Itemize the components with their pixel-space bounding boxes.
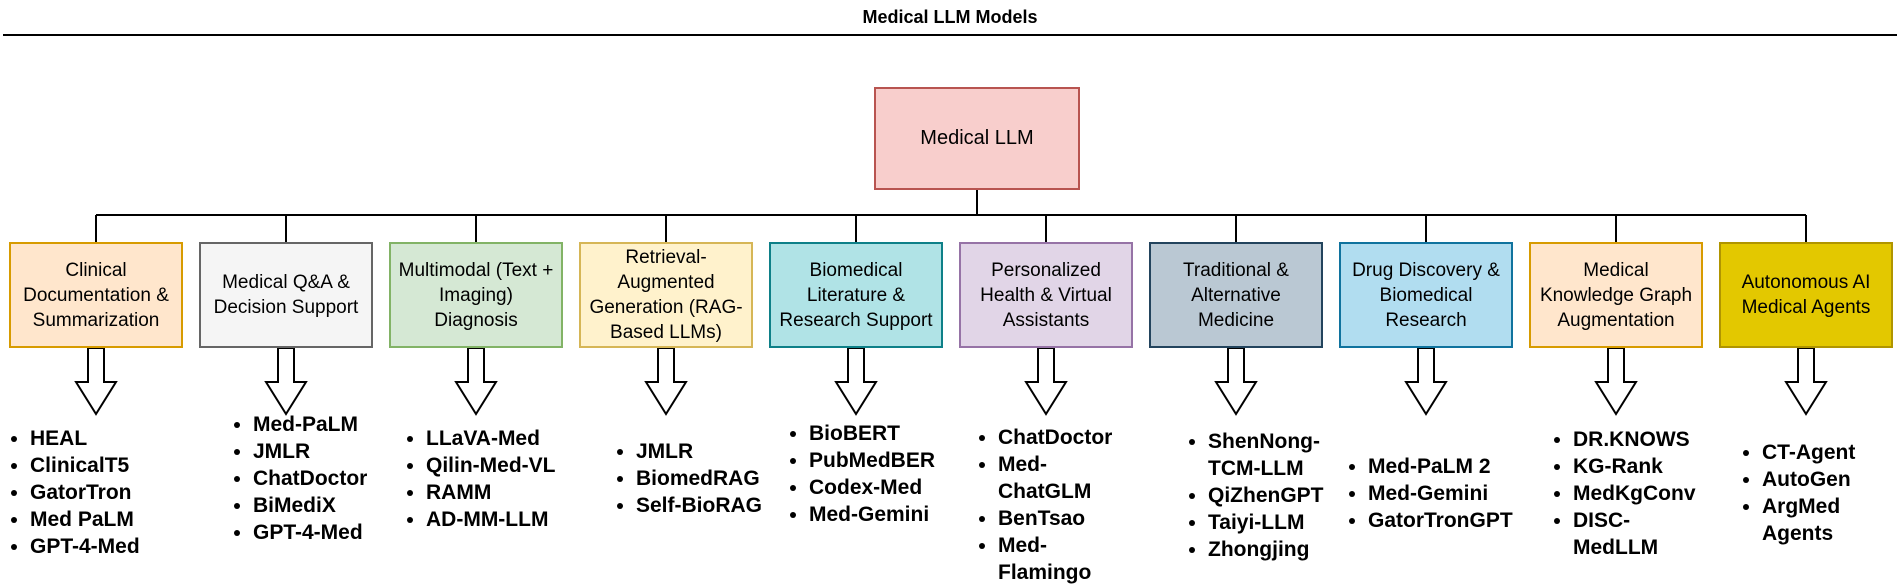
model-item: HEAL — [30, 425, 182, 452]
category-label: Autonomous AI Medical Agents — [1741, 272, 1871, 318]
title-rule — [3, 34, 1897, 36]
down-arrow-icon — [1594, 347, 1638, 416]
category-label: Retrieval-Augmented Generation (RAG-Base… — [589, 247, 743, 343]
category-label: Clinical Documentation & Summarization — [23, 259, 169, 331]
model-item: Med-Flamingo — [998, 532, 1138, 586]
model-item: MedKgConv — [1573, 480, 1715, 507]
down-arrow-icon — [454, 347, 498, 416]
model-item: Med PaLM — [30, 506, 182, 533]
category-label: Multimodal (Text + Imaging) Diagnosis — [398, 259, 554, 331]
model-item: ClinicalT5 — [30, 452, 182, 479]
down-arrow-icon — [1784, 347, 1828, 416]
model-item: ChatDoctor — [998, 424, 1138, 451]
model-item: BiomedRAG — [636, 465, 788, 492]
model-list: ShenNong-TCM-LLM QiZhenGPT Taiyi-LLM Zho… — [1180, 428, 1350, 563]
model-item: ChatDoctor — [253, 465, 405, 492]
category-node: Retrieval-Augmented Generation (RAG-Base… — [579, 242, 753, 348]
category-label: Traditional & Alternative Medicine — [1183, 259, 1289, 331]
down-arrow-icon — [644, 347, 688, 416]
model-item: Codex-Med — [809, 474, 961, 501]
model-item: ShenNong-TCM-LLM — [1208, 428, 1350, 482]
model-item: LLaVA-Med — [426, 425, 568, 452]
model-item: DISC-MedLLM — [1573, 507, 1715, 561]
category-node: Drug Discovery & Biomedical Research — [1339, 242, 1513, 348]
diagram-title: Medical LLM Models — [862, 7, 1038, 27]
model-item: Zhongjing — [1208, 536, 1350, 563]
model-item: DR.KNOWS — [1573, 426, 1715, 453]
model-list: HEAL ClinicalT5 GatorTron Med PaLM GPT-4… — [2, 425, 182, 560]
down-arrow-icon — [74, 347, 118, 416]
category-node: Personalized Health & Virtual Assistants — [959, 242, 1133, 348]
category-node: Multimodal (Text + Imaging) Diagnosis — [389, 242, 563, 348]
model-item: Med-Gemini — [1368, 480, 1530, 507]
root-node: Medical LLM — [874, 87, 1080, 190]
model-list: LLaVA-Med Qilin-Med-VL RAMM AD-MM-LLM — [398, 425, 568, 533]
category-label: Personalized Health & Virtual Assistants — [980, 259, 1112, 331]
model-item: QiZhenGPT — [1208, 482, 1350, 509]
model-list: CT-Agent AutoGen ArgMed Agents — [1734, 439, 1894, 547]
category-node: Biomedical Literature & Research Support — [769, 242, 943, 348]
model-list: JMLR BiomedRAG Self-BioRAG — [608, 438, 788, 519]
down-arrow-icon — [264, 347, 308, 416]
model-item: JMLR — [636, 438, 788, 465]
model-item: JMLR — [253, 438, 405, 465]
model-item: Qilin-Med-VL — [426, 452, 568, 479]
root-label: Medical LLM — [920, 127, 1034, 149]
model-list: Med-PaLM 2 Med-Gemini GatorTronGPT — [1340, 453, 1530, 534]
category-node: Autonomous AI Medical Agents — [1719, 242, 1893, 348]
down-arrow-icon — [1404, 347, 1448, 416]
model-item: Med-PaLM 2 — [1368, 453, 1530, 480]
model-list: DR.KNOWS KG-Rank MedKgConv DISC-MedLLM — [1545, 426, 1715, 561]
model-item: Med-ChatGLM — [998, 451, 1138, 505]
model-item: BioBERT — [809, 420, 961, 447]
model-item: GPT-4-Med — [30, 533, 182, 560]
model-item: KG-Rank — [1573, 453, 1715, 480]
down-arrow-icon — [834, 347, 878, 416]
model-item: GatorTronGPT — [1368, 507, 1530, 534]
category-node: Traditional & Alternative Medicine — [1149, 242, 1323, 348]
model-item: Taiyi-LLM — [1208, 509, 1350, 536]
category-node: Clinical Documentation & Summarization — [9, 242, 183, 348]
model-item: Med-Gemini — [809, 501, 961, 528]
model-item: Med-PaLM — [253, 411, 405, 438]
down-arrow-icon — [1024, 347, 1068, 416]
model-item: AutoGen — [1762, 466, 1894, 493]
model-list: ChatDoctor Med-ChatGLM BenTsao Med-Flami… — [970, 424, 1138, 586]
model-item: PubMedBER — [809, 447, 961, 474]
model-item: RAMM — [426, 479, 568, 506]
category-label: Drug Discovery & Biomedical Research — [1352, 259, 1500, 331]
category-label: Medical Knowledge Graph Augmentation — [1539, 259, 1693, 331]
model-item: GatorTron — [30, 479, 182, 506]
model-list: Med-PaLM JMLR ChatDoctor BiMediX GPT-4-M… — [225, 411, 405, 546]
category-node: Medical Q&A & Decision Support — [199, 242, 373, 348]
model-item: Self-BioRAG — [636, 492, 788, 519]
model-item: AD-MM-LLM — [426, 506, 568, 533]
model-item: BiMediX — [253, 492, 405, 519]
model-item: BenTsao — [998, 505, 1138, 532]
model-list: BioBERT PubMedBER Codex-Med Med-Gemini — [781, 420, 961, 528]
category-label: Medical Q&A & Decision Support — [213, 272, 359, 318]
category-node: Medical Knowledge Graph Augmentation — [1529, 242, 1703, 348]
model-item: GPT-4-Med — [253, 519, 405, 546]
model-item: CT-Agent — [1762, 439, 1894, 466]
category-label: Biomedical Literature & Research Support — [779, 259, 933, 331]
model-item: ArgMed Agents — [1762, 493, 1894, 547]
down-arrow-icon — [1214, 347, 1258, 416]
